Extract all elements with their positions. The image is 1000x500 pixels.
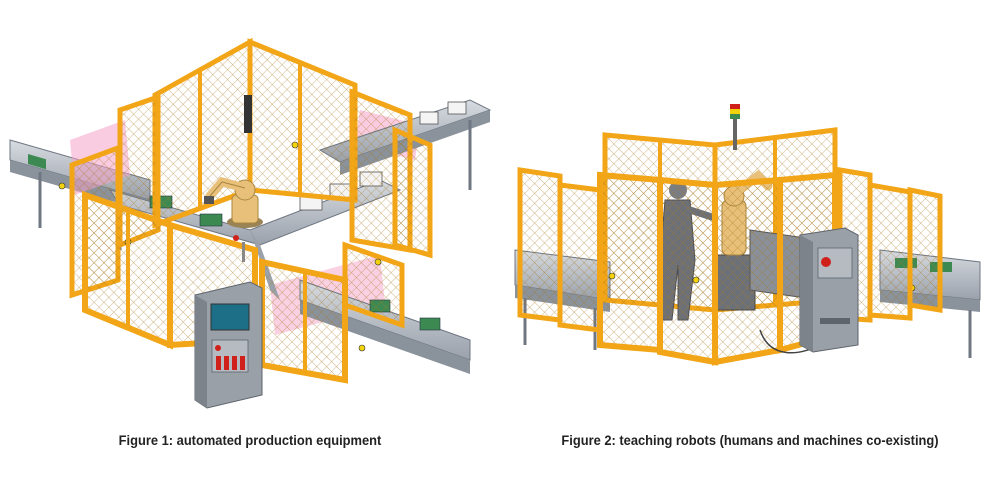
- industrial-robot: [204, 176, 263, 228]
- safety-fence-right: [342, 88, 433, 329]
- figure-1-caption: Figure 1: automated production equipment: [118, 432, 382, 448]
- emergency-stop-button: [215, 345, 221, 351]
- safety-fence-front: [517, 167, 943, 366]
- figure-2-caption: Figure 2: teaching robots (humans and ma…: [561, 432, 939, 448]
- figure-1: Figure 1: automated production equipment: [9, 37, 492, 448]
- figure-2-illustration: [514, 104, 981, 366]
- emergency-stop-button: [821, 257, 831, 267]
- figure-2: Figure 2: teaching robots (humans and ma…: [500, 0, 1000, 500]
- control-cabinet: [799, 227, 859, 353]
- panel-screen: [210, 303, 250, 331]
- safety-fence-back: [152, 37, 358, 229]
- figure-1-illustration: [9, 37, 492, 409]
- signal-tower: [733, 110, 737, 150]
- control-panel: [194, 281, 263, 409]
- column-post: [244, 95, 252, 133]
